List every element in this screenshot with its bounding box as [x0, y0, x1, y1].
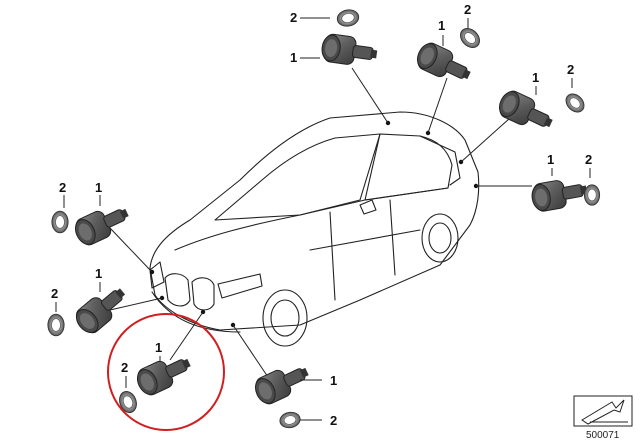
label-ring: 2	[51, 286, 58, 301]
label-ring: 2	[567, 62, 574, 77]
sensor-right-1	[494, 87, 558, 137]
ring-right-2	[583, 184, 601, 206]
part-labels: 2 1 1 2 1 2 1 2 2 1 2 1 1 2 1 2	[51, 2, 592, 428]
sensor-right-2	[529, 175, 590, 214]
label-ring: 2	[121, 360, 128, 375]
label-sensor: 1	[95, 266, 102, 281]
ring-left-2	[47, 313, 65, 337]
ring-top-2	[456, 24, 484, 52]
label-sensor: 1	[330, 373, 337, 388]
label-ring: 2	[290, 10, 297, 25]
label-ring: 2	[59, 180, 66, 195]
ring-front-2	[278, 410, 302, 430]
label-sensor: 1	[547, 152, 554, 167]
arrow-symbol-icon	[573, 395, 633, 427]
label-sensor: 1	[290, 50, 297, 65]
ring-left-1	[51, 210, 69, 234]
ring-front-highlighted	[116, 388, 140, 416]
sensor-top-2	[412, 39, 476, 89]
sensor-left-2	[70, 280, 133, 339]
highlight-circle	[107, 313, 225, 431]
sensor-left-1	[70, 199, 134, 249]
label-sensor: 1	[95, 180, 102, 195]
ring-right-1	[561, 89, 589, 117]
sensor-top-1	[319, 32, 380, 69]
sensor-front-highlighted	[132, 349, 196, 399]
label-ring: 2	[330, 413, 337, 428]
label-sensor: 1	[155, 340, 162, 355]
label-ring: 2	[464, 2, 471, 17]
mount-points	[149, 120, 479, 328]
label-sensor: 1	[532, 70, 539, 85]
part-number: 500071	[586, 430, 620, 441]
label-ticks	[55, 17, 591, 421]
car-outline	[149, 111, 480, 347]
label-ring: 2	[585, 152, 592, 167]
leader-lines	[109, 67, 532, 381]
ring-top-1	[335, 7, 361, 29]
label-sensor: 1	[438, 18, 445, 33]
